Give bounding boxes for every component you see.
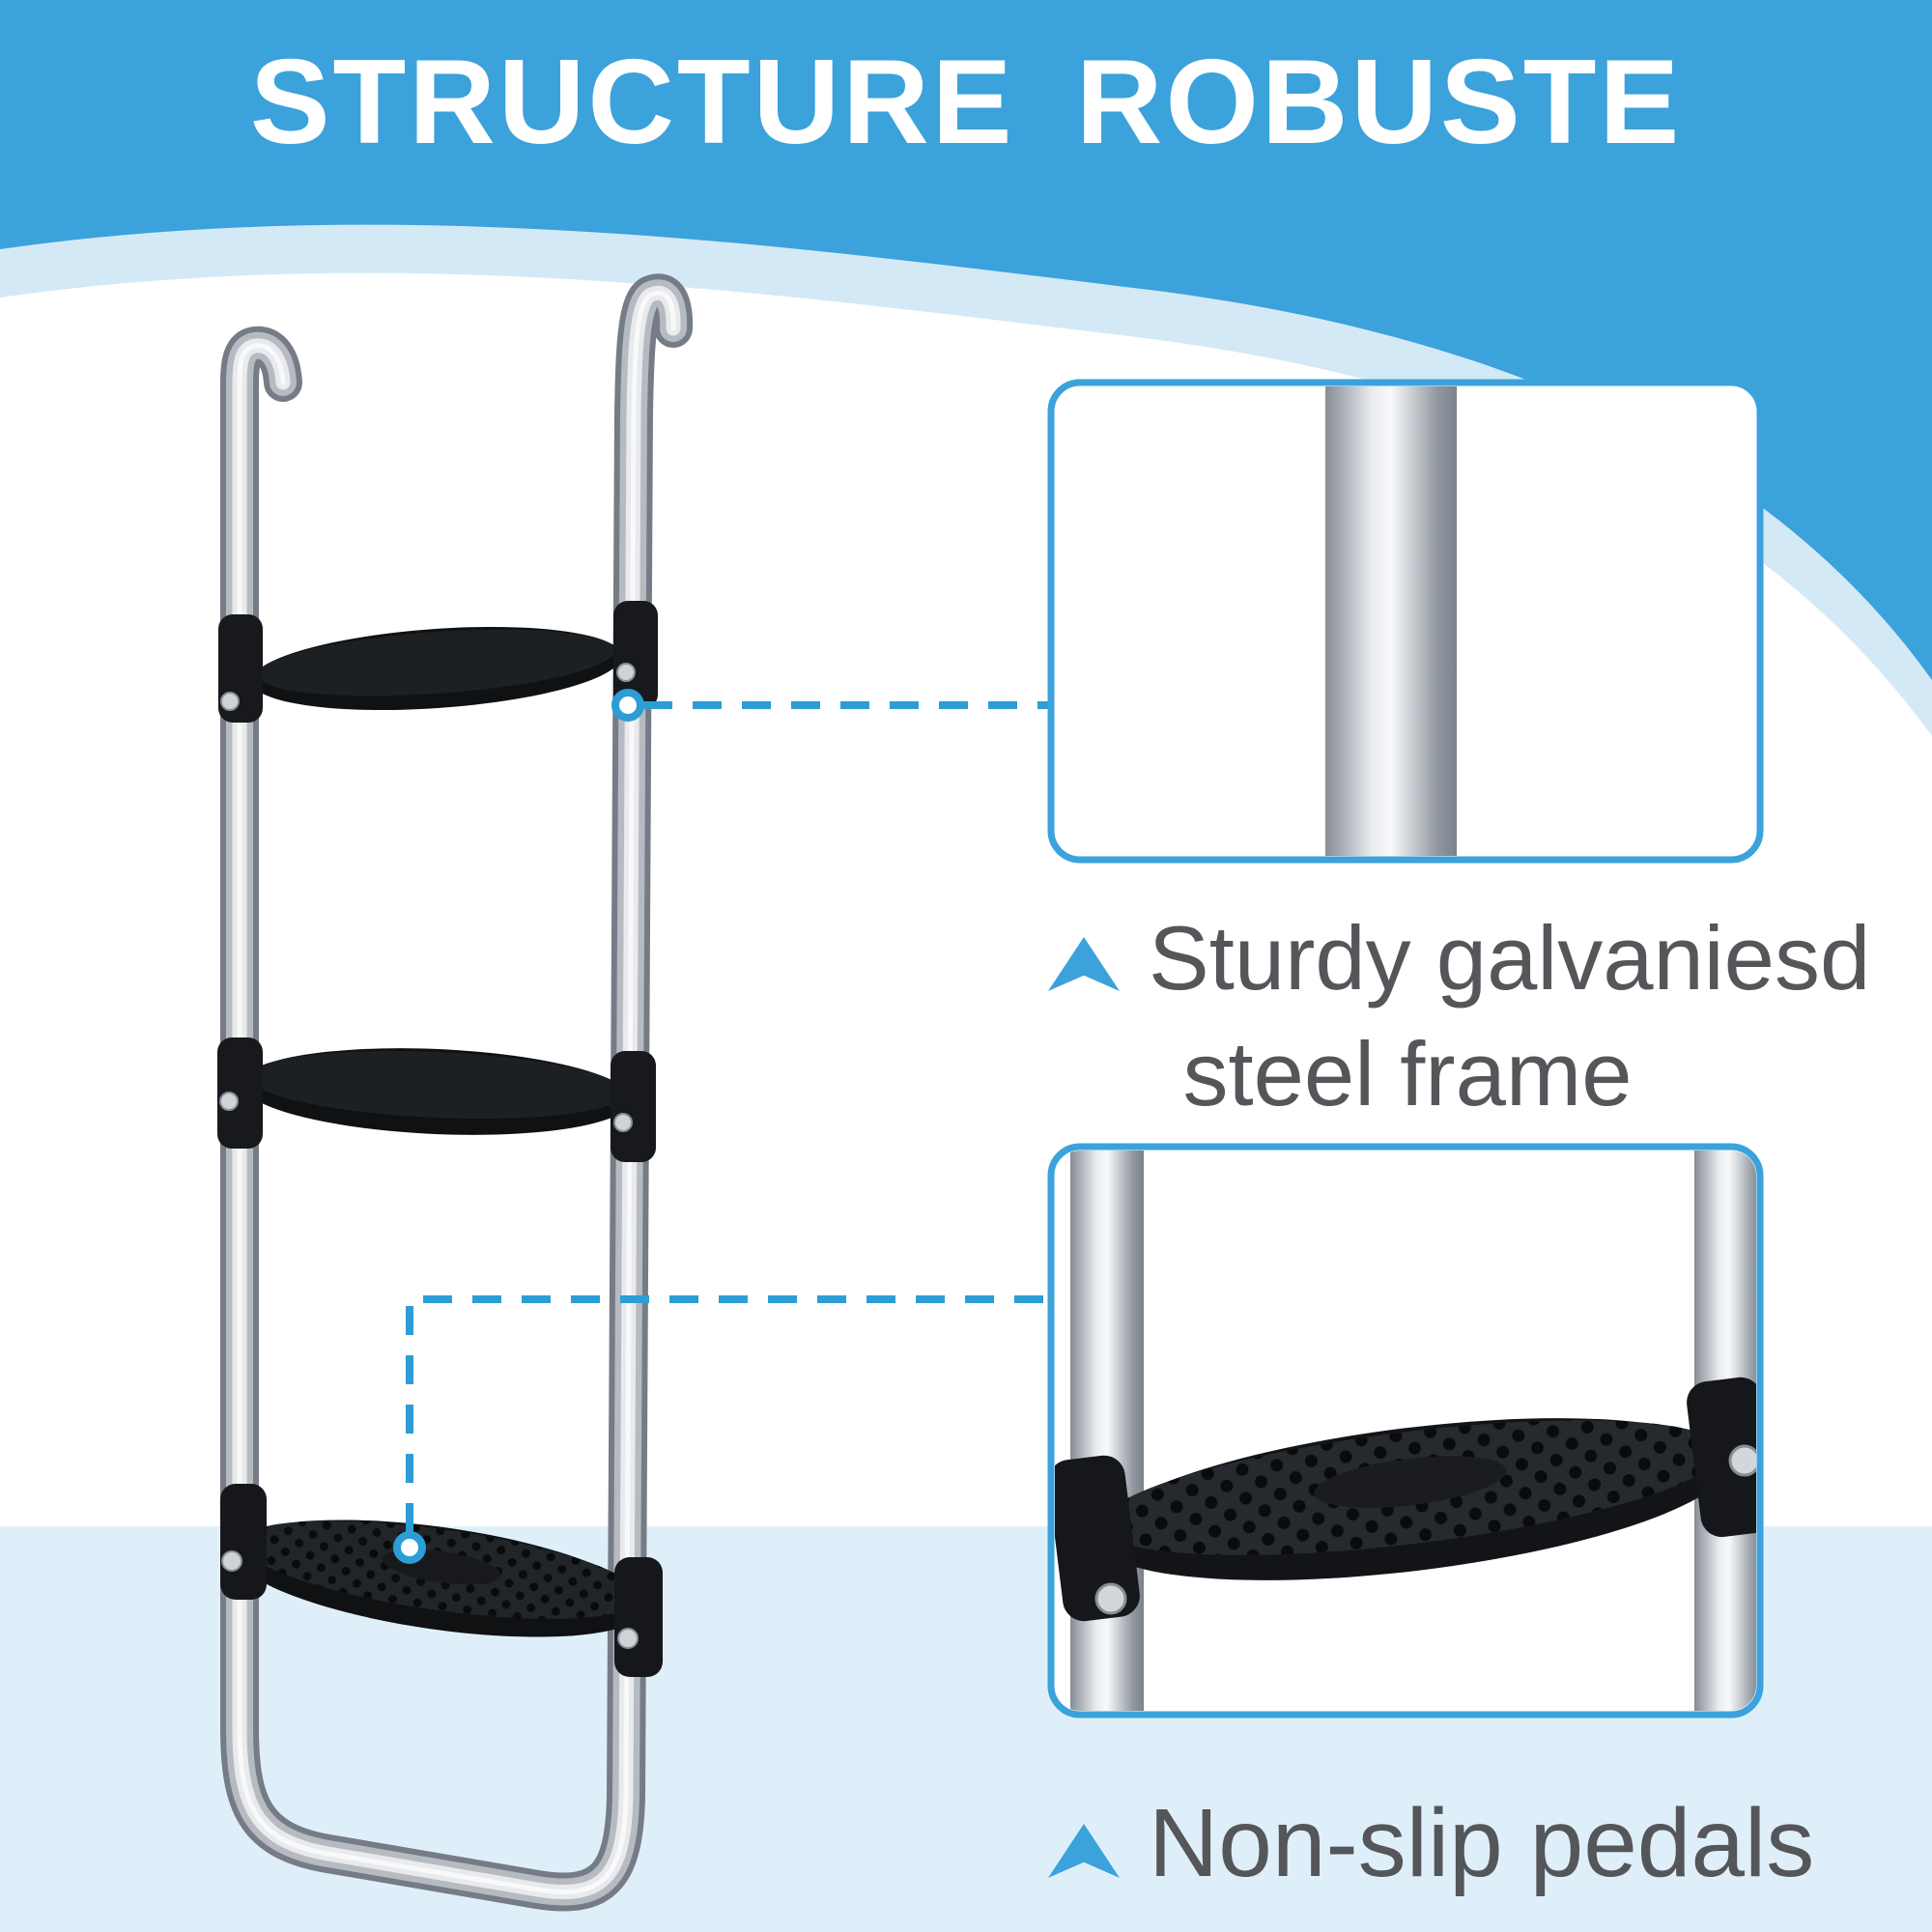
ladder-illustration: [217, 273, 694, 1912]
caption-frame-line1: Sturdy galvaniesd: [1149, 907, 1871, 1009]
ladder-step: [217, 1037, 656, 1162]
up-arrow-icon: [1048, 937, 1120, 991]
callout-box-frame-detail: [1047, 379, 1764, 864]
connector-dot-frame: [611, 689, 644, 722]
header-curve: [0, 0, 1932, 680]
callout-box-pedal-detail: [1047, 1143, 1764, 1719]
ladder-frame: [220, 273, 694, 1912]
ladder-step: [218, 601, 658, 723]
caption-frame-line2: steel frame: [1182, 1023, 1633, 1124]
caption-frame: Sturdy galvaniesd steel frame: [1048, 900, 1870, 1132]
ladder-step: [220, 1484, 663, 1677]
callout-connectors: [406, 701, 1051, 1532]
connector-line-pedal: [406, 1295, 1051, 1532]
steel-tube-closeup: [1325, 386, 1457, 856]
caption-pedals: Non-slip pedals: [1048, 1785, 1814, 1901]
connector-dot-pedal: [393, 1531, 426, 1564]
caption-pedals-text: Non-slip pedals: [1149, 1789, 1815, 1897]
up-arrow-icon: [1048, 1824, 1120, 1878]
pedal-closeup: [1055, 1377, 1756, 1622]
pedal-left-tube: [1070, 1151, 1144, 1711]
page-title: STRUCTURE ROBUSTE: [249, 36, 1683, 169]
